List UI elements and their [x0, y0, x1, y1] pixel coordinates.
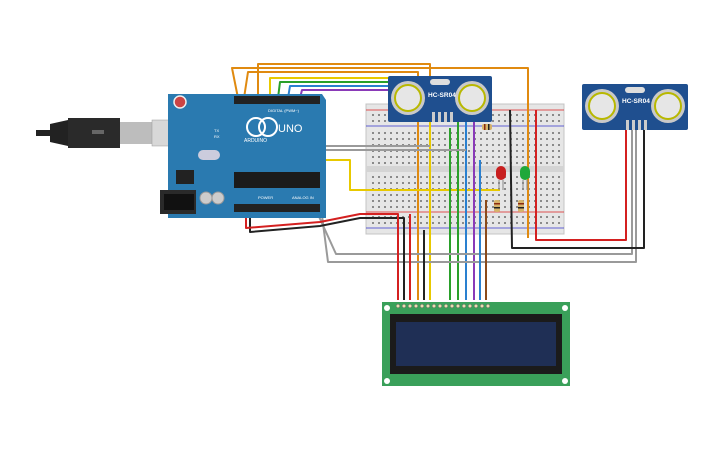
- lcd-display: [382, 302, 570, 386]
- led-green: [520, 166, 530, 190]
- wire-gray-3: [319, 130, 637, 263]
- sensor-1-label: HC-SR04: [428, 92, 456, 99]
- wire-orange-3: [257, 63, 431, 98]
- sensor-2-label: HC-SR04: [622, 98, 650, 105]
- arduino-brand-label: ARDUINO: [244, 138, 267, 144]
- wire-green: [277, 81, 459, 300]
- lcd-pins: [395, 303, 491, 309]
- arduino-uno: UNO ARDUINO DIGITAL (PWM~) POWER ANALOG …: [160, 94, 326, 218]
- wire-gray-4: [315, 130, 633, 255]
- led-red: [496, 166, 506, 190]
- ultrasonic-sensor-2: HC-SR04: [582, 84, 688, 130]
- wire-blue: [287, 85, 467, 300]
- ultrasonic-sensor-1: HC-SR04: [388, 76, 492, 122]
- resistors: [482, 124, 524, 212]
- resistor-3: [518, 200, 524, 212]
- wire-yellow-2: [269, 77, 431, 300]
- wire-orange: [231, 67, 529, 238]
- arduino-analog-label: ANALOG IN: [292, 195, 314, 200]
- arduino-digital-label: DIGITAL (PWM~): [268, 108, 300, 113]
- arduino-tx-label: TX: [214, 128, 219, 133]
- resistor-2: [494, 200, 500, 212]
- wire-orange-2: [243, 71, 419, 300]
- wire-red-2: [535, 110, 627, 241]
- arduino-model-label: UNO: [278, 123, 303, 135]
- resistor-1: [482, 124, 492, 130]
- usb-cable: [36, 118, 173, 148]
- arduino-power-label: POWER: [258, 195, 273, 200]
- arduino-rx-label: RX: [214, 134, 220, 139]
- wire-red: [245, 212, 399, 300]
- wire-black-2: [509, 109, 645, 249]
